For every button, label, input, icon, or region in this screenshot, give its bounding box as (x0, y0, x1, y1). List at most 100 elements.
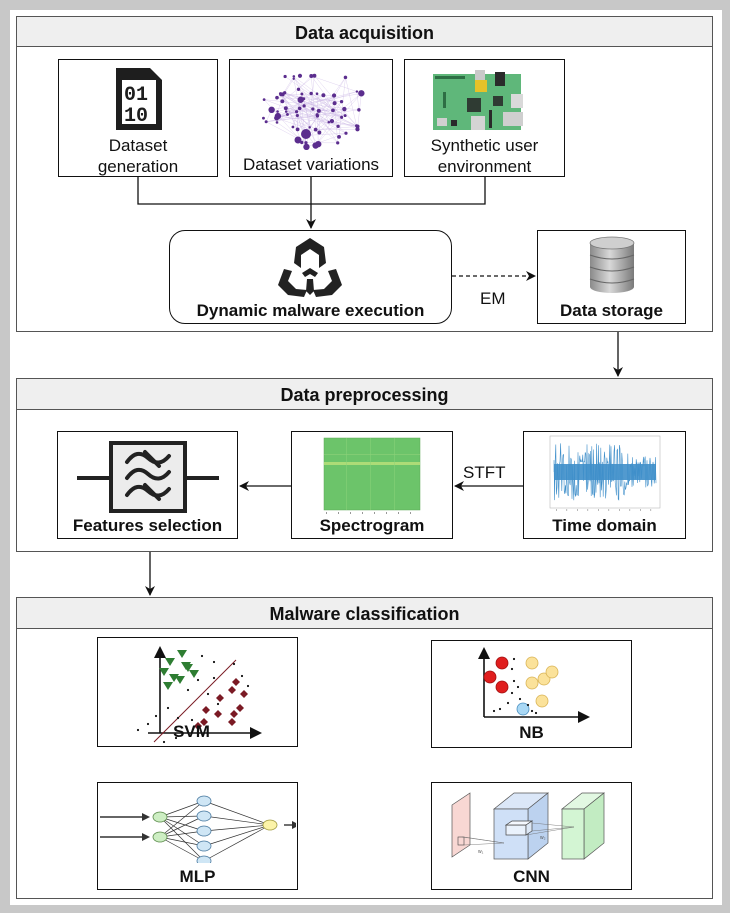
data-point (510, 691, 514, 695)
section-title: Malware classification (17, 598, 712, 629)
weight-edge (203, 824, 271, 862)
graph-node (262, 98, 266, 101)
graph-node (342, 106, 347, 112)
graph-node (278, 92, 282, 96)
graph-node (340, 115, 344, 119)
class-red-point (495, 680, 509, 694)
svg-text:w₂: w₂ (540, 835, 546, 841)
weight-edge (203, 824, 271, 832)
class-b-point (228, 718, 236, 726)
graph-node (292, 77, 295, 81)
class-yellow-point (545, 665, 559, 679)
class-a-point (159, 668, 169, 676)
class-b-point (230, 710, 238, 718)
graph-node (315, 140, 322, 148)
graph-node (262, 116, 265, 120)
axis-tick (577, 509, 578, 511)
node-mlp: MLP (97, 782, 298, 890)
node-cnn: w₁ w₂ CNN (431, 782, 632, 890)
graph-node (296, 87, 301, 92)
data-point (526, 703, 530, 707)
node-label: Data storage (560, 301, 663, 320)
class-blue-point (516, 702, 530, 716)
node-dataset-variations: Dataset variations (229, 59, 393, 177)
graph-node (309, 74, 314, 78)
hidden-neuron (196, 795, 212, 807)
weight-edge (159, 816, 205, 862)
class-red-point (495, 656, 509, 670)
node-label: MLP (179, 867, 216, 886)
node-label-line2: generation (97, 157, 179, 176)
svg-text:10: 10 (124, 105, 148, 128)
edge-label-stft: STFT (463, 463, 506, 482)
circuit-board-icon (433, 70, 523, 130)
graph-node (315, 92, 319, 95)
node-time-domain: Time domain (523, 431, 686, 539)
weight-edge (159, 800, 205, 818)
data-point (498, 707, 502, 711)
graph-node (312, 73, 317, 78)
node-label: Spectrogram (319, 516, 425, 535)
graph-node (275, 95, 279, 100)
support-point (190, 718, 194, 722)
x-axis-arrow (250, 727, 262, 739)
graph-node (344, 131, 348, 135)
waveform-plot-icon (549, 435, 661, 511)
class-a-point (183, 664, 193, 672)
axis-tick (640, 509, 641, 511)
graph-node (297, 106, 302, 111)
node-spectrogram: Spectrogram (291, 431, 453, 539)
graph-node (292, 75, 296, 78)
axis-tick (650, 509, 652, 511)
cnn-layers-icon: w₁ w₂ (451, 792, 605, 860)
data-point (518, 697, 522, 701)
graph-node (331, 93, 337, 98)
graph-node (336, 141, 340, 145)
class-yellow-point (535, 694, 549, 708)
graph-node (294, 110, 299, 114)
graph-node (308, 126, 311, 129)
x-axis-arrow (578, 711, 590, 723)
node-svm: SVM (97, 637, 298, 747)
support-point (166, 706, 170, 710)
support-point (232, 662, 236, 666)
graph-node (315, 113, 319, 117)
support-point (216, 702, 220, 706)
svm-scatter-icon (136, 646, 262, 744)
node-label: Features selection (72, 516, 223, 535)
graph-node (294, 136, 302, 144)
graph-node (284, 110, 288, 113)
graph-node (301, 129, 311, 139)
svg-text:w₁: w₁ (478, 849, 484, 855)
hidden-neuron (196, 825, 212, 837)
axis-tick (598, 509, 599, 511)
node-label: Dataset variations (242, 155, 380, 174)
biohazard-icon (278, 238, 342, 297)
node-dynamic-malware-execution: Dynamic malware execution (169, 230, 452, 324)
weight-edge (203, 824, 271, 847)
axis-tick (619, 509, 620, 511)
graph-node (317, 130, 322, 135)
naive-bayes-scatter-icon (478, 647, 590, 723)
input-arrowhead (142, 813, 150, 821)
graph-node (280, 99, 285, 104)
database-icon (589, 236, 635, 293)
node-label: NB (519, 723, 544, 742)
decision-boundary (153, 659, 237, 743)
class-a-point (175, 676, 185, 684)
data-point (512, 657, 516, 661)
weight-edge (203, 815, 271, 826)
node-label: CNN (513, 867, 550, 886)
graph-node (297, 73, 303, 78)
hidden-neuron (196, 810, 212, 822)
class-b-point (232, 678, 240, 686)
support-point (212, 660, 216, 664)
node-label: Time domain (552, 516, 657, 535)
axis-tick (566, 509, 568, 511)
graph-node (332, 101, 337, 106)
data-point (510, 667, 514, 671)
graph-node (268, 106, 275, 114)
node-synthetic-user-environment: Synthetic user environment (404, 59, 565, 177)
filter-icon (77, 441, 219, 513)
hidden-neuron (196, 855, 212, 863)
